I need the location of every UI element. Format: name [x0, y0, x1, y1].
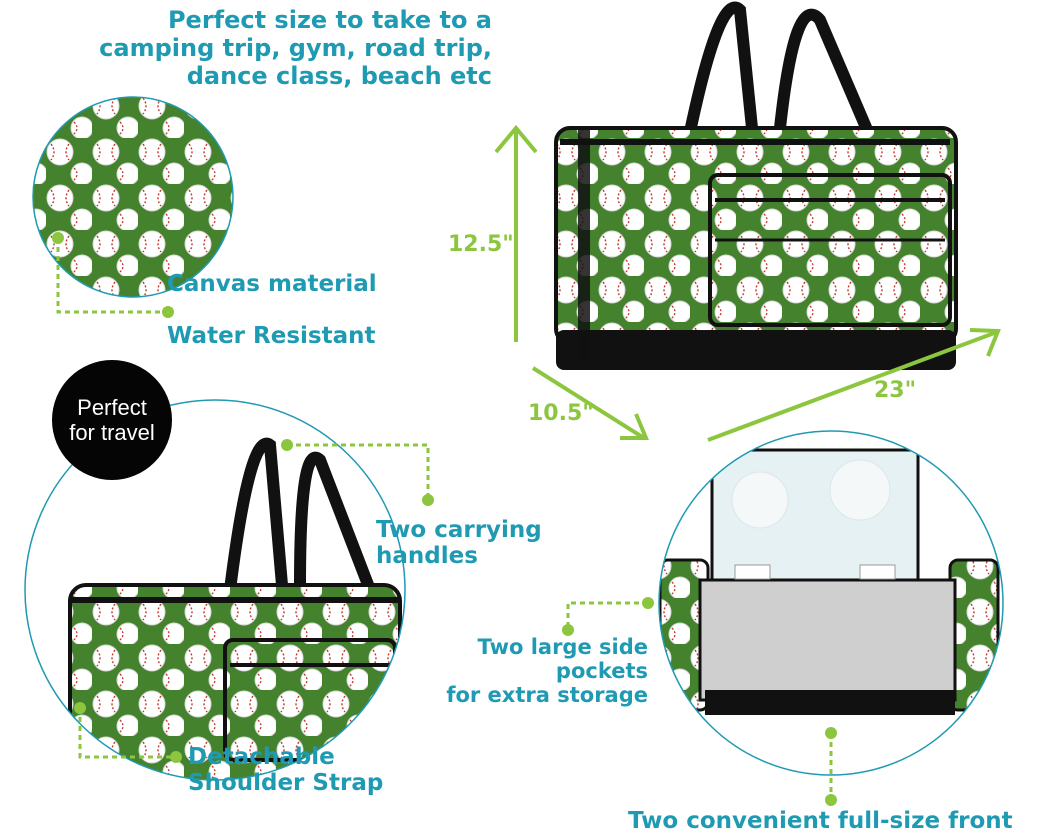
- depth-label: 10.5": [528, 401, 594, 426]
- pockets-callout-line: [562, 597, 654, 636]
- depth-arrow: [531, 366, 649, 440]
- width-label: 23": [874, 378, 917, 403]
- carrying-handles-label: Two carrying handles: [376, 517, 542, 569]
- front-callout-line: [825, 727, 837, 806]
- height-arrow: [494, 124, 538, 342]
- interior-closeup: [658, 430, 1004, 776]
- height-label: 12.5": [448, 232, 514, 257]
- canvas-material-label: Canvas material: [167, 271, 377, 297]
- headline: Perfect size to take to a camping trip, …: [99, 6, 492, 90]
- material-callout-line: [52, 232, 174, 318]
- handles-callout-line: [281, 439, 434, 506]
- width-arrow: [707, 328, 1001, 442]
- travel-badge: Perfect for travel: [52, 360, 172, 480]
- shoulder-strap-label: Detachable Shoulder Strap: [188, 744, 384, 796]
- duffel-bag-main: [554, 1, 958, 370]
- water-resistant-label: Water Resistant: [167, 323, 376, 349]
- side-pockets-label: Two large side pockets for extra storage: [446, 635, 648, 707]
- material-closeup: [32, 96, 234, 298]
- strap-callout-line: [74, 702, 182, 763]
- front-pockets-label: Two convenient full-size front: [628, 808, 1013, 834]
